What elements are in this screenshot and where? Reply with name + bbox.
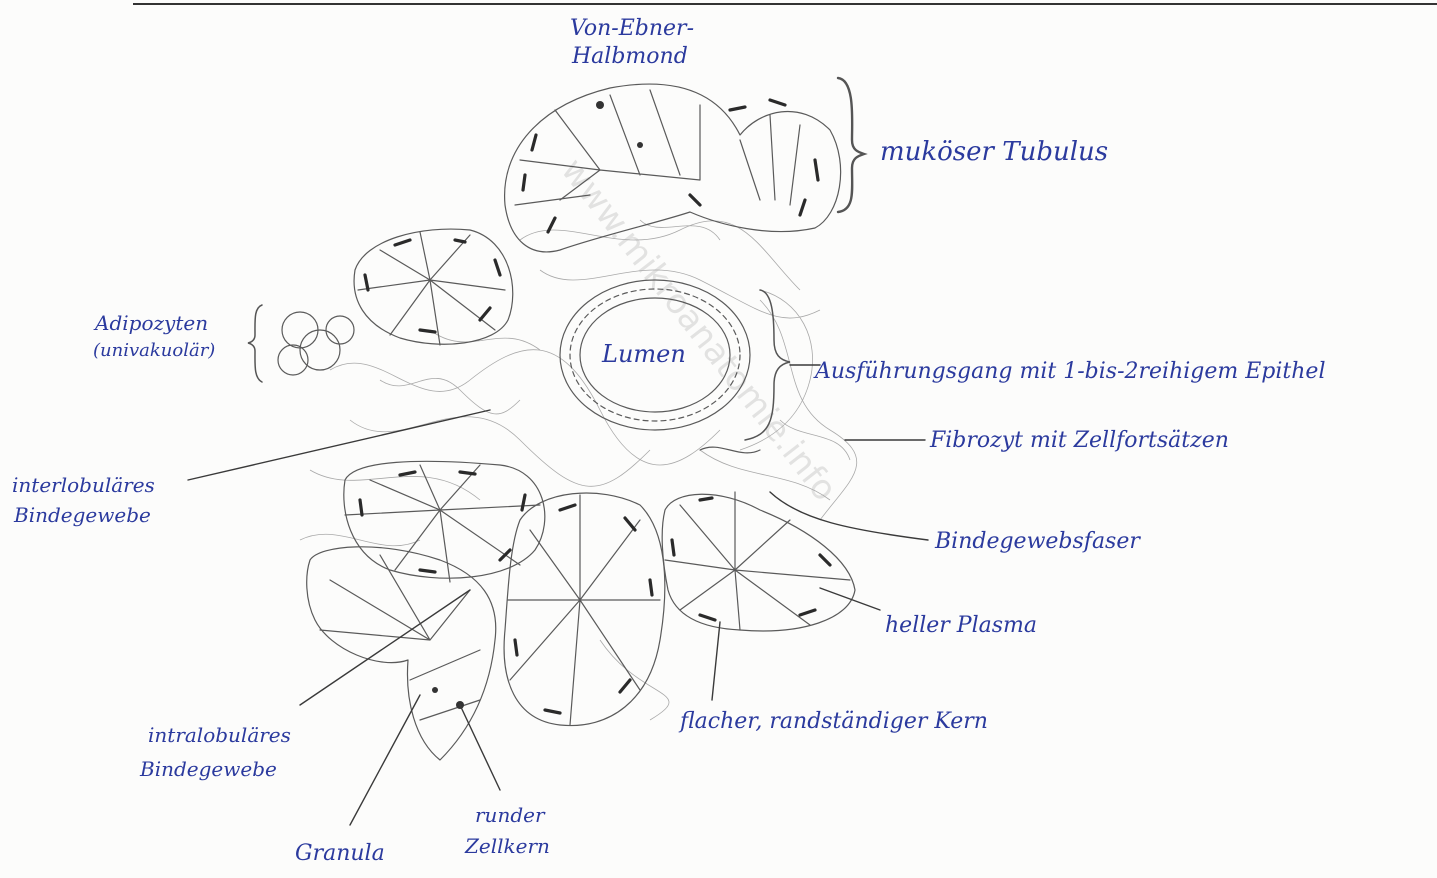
label-interlobulaeres-line1: interlobuläres: [12, 473, 155, 497]
acinus-bottom-center: [504, 493, 665, 726]
label-runder-line1: runder: [475, 803, 546, 827]
acinus-right: [662, 492, 855, 631]
label-granula: Granula: [295, 841, 385, 866]
label-runder-line2: Zellkern: [464, 834, 550, 858]
label-von-ebner-line1: Von-Ebner-: [570, 16, 694, 41]
acinus-bottom-left: [307, 547, 496, 760]
label-intralobulaeres-line2: Bindegewebe: [139, 757, 277, 781]
label-mukoeser-tubulus: muköser Tubulus: [880, 137, 1108, 167]
label-flacher-kern: flacher, randständiger Kern: [678, 709, 988, 734]
label-fibrozyt: Fibrozyt mit Zellfortsätzen: [929, 428, 1229, 453]
label-von-ebner-line2: Halbmond: [571, 44, 688, 69]
label-intralobulaeres-line1: intralobuläres: [148, 723, 291, 747]
label-ausfuehrungsgang: Ausführungsgang mit 1-bis-2reihigem Epit…: [813, 359, 1325, 384]
label-adipozyten-line2: (univakuolär): [93, 340, 215, 361]
brace-adipozyten: [248, 305, 262, 382]
label-bindegewebsfaser: Bindegewebsfaser: [934, 529, 1141, 554]
adipocytes: [278, 312, 354, 375]
label-interlobulaeres-line2: Bindegewebe: [13, 503, 151, 527]
brace-mukoeser-tubulus: [838, 78, 864, 212]
label-adipozyten-line1: Adipozyten: [93, 311, 208, 335]
acinus-top-left: [354, 229, 513, 345]
leader-lines: [188, 365, 928, 825]
label-heller-plasma: heller Plasma: [885, 613, 1037, 638]
label-lumen: Lumen: [601, 340, 686, 368]
